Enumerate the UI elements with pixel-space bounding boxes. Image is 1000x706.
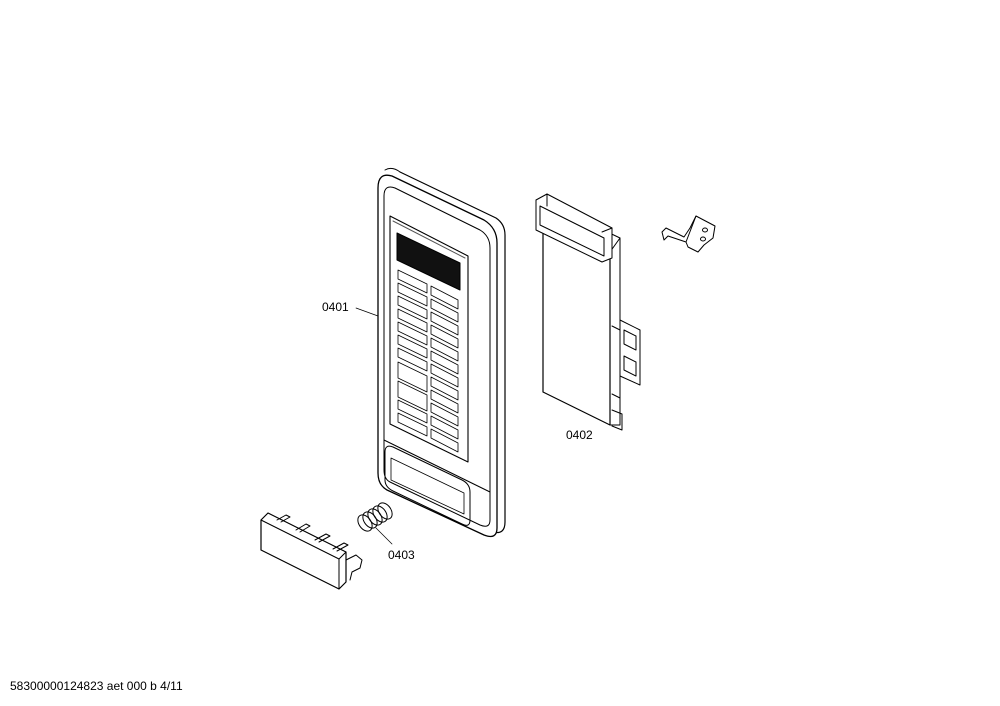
- spring-part[interactable]: [355, 500, 395, 534]
- door-release-button[interactable]: [260, 512, 363, 590]
- part-label-0401: 0401: [322, 300, 349, 314]
- control-panel-part[interactable]: [377, 167, 506, 538]
- display-window: [396, 232, 461, 291]
- door-release-opening: [384, 445, 471, 526]
- circuit-board-part[interactable]: [535, 193, 641, 431]
- mounting-bracket[interactable]: [661, 215, 716, 253]
- part-label-0403: 0403: [388, 548, 415, 562]
- document-id: 58300000124823 aet 000 b 4/11: [10, 679, 183, 693]
- keypad-buttons-left: [397, 269, 428, 437]
- keypad-buttons-right: [430, 285, 459, 453]
- part-label-0402: 0402: [566, 428, 593, 442]
